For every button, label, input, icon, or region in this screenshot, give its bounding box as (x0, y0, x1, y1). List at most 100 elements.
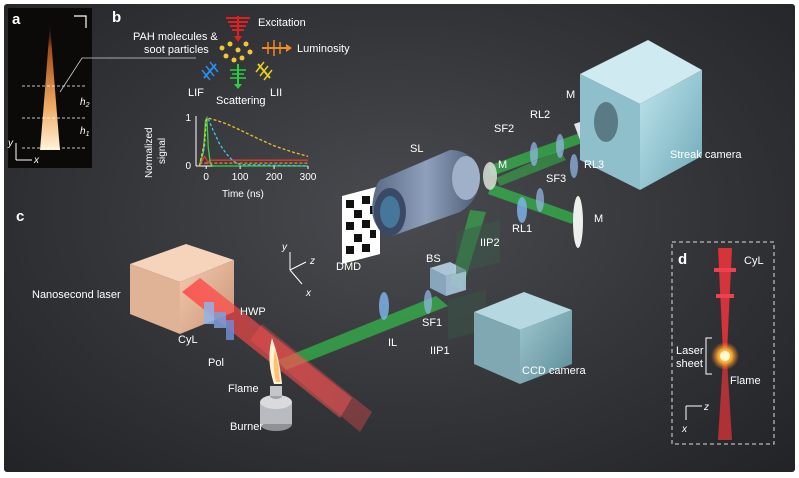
pah-label-line1: PAH molecules & (133, 31, 218, 43)
chart-xtick-label: 0 (203, 172, 209, 183)
beam-upper (488, 130, 590, 176)
label-nanosecond-laser: Nanosecond laser (32, 289, 121, 301)
iip2-plane (456, 220, 500, 274)
chart-ylabel-line2: signal (157, 138, 168, 164)
streak-camera-box (580, 40, 702, 190)
axis-z-label-c: z (309, 256, 315, 267)
chart-xlabel: Time (ns) (222, 189, 264, 200)
pol-optic (226, 320, 234, 340)
luminosity-wave-icon (262, 40, 292, 56)
cyl-optic (214, 312, 226, 328)
excitation-wave-icon (226, 16, 250, 42)
laser-sheet-bracket (705, 337, 712, 375)
scattering-wave-icon (230, 64, 246, 89)
label-sl: SL (410, 143, 423, 155)
chart-yticks: 01 (185, 113, 191, 172)
label-bs: BS (426, 253, 441, 265)
label-ccd-camera: CCD camera (522, 365, 586, 377)
label-d-cyl: CyL (744, 255, 764, 267)
ccd-camera-box (474, 292, 572, 384)
label-rl2: RL2 (530, 109, 550, 121)
collection-beam (278, 296, 448, 370)
beam-vertical-lower (718, 360, 732, 440)
chart-series-line-3 (198, 117, 309, 167)
il-lens (379, 292, 389, 320)
axis-y-label-c: y (281, 242, 288, 253)
rl1-lens (517, 197, 527, 223)
panel-c: c (16, 40, 742, 433)
h1-label: h1 (80, 126, 90, 138)
panel-d: d CyL Laser sheet Flame z x (671, 241, 775, 445)
panel-label-c: c (16, 208, 24, 225)
chart-series-line-1 (198, 115, 308, 167)
label-dmd: DMD (336, 261, 361, 273)
label-il: IL (388, 337, 397, 349)
sf3-filter (536, 188, 544, 212)
rl2-lens (556, 134, 564, 158)
label-sf1: SF1 (422, 317, 442, 329)
m-mirror-right (573, 196, 583, 248)
label-cyl: CyL (178, 334, 198, 346)
label-pol: Pol (208, 357, 224, 369)
luminosity-label: Luminosity (297, 43, 350, 55)
chart-series-line-0 (198, 155, 308, 167)
label-rl3: RL3 (584, 159, 604, 171)
beam-vertical (718, 248, 732, 352)
chart-ytick-label: 1 (185, 113, 191, 124)
panel-a: a h2 h1 y x (7, 8, 92, 168)
beam-mid (496, 150, 566, 186)
flame-core-icon (273, 350, 280, 382)
label-flame: Flame (228, 383, 259, 395)
axis-x-label: x (33, 155, 40, 166)
beam-lower (488, 184, 576, 224)
label-m-right: M (594, 213, 603, 225)
label-d-x: x (681, 424, 688, 435)
chart-xtick-label: 100 (232, 172, 249, 183)
cyl-lens-d-2 (716, 294, 734, 298)
panel-label-d: d (678, 251, 687, 268)
label-iip1: IIP1 (430, 345, 450, 357)
scale-bar (74, 15, 87, 28)
axis-y-label: y (7, 138, 14, 149)
particle-cluster-icon (219, 41, 253, 63)
sf2-filter (530, 142, 538, 166)
chart-ylabel-line1: Normalized (144, 127, 155, 178)
leader-line (59, 57, 196, 93)
label-m-mid: M (498, 159, 507, 171)
label-sf3: SF3 (546, 173, 566, 185)
scattering-label: Scattering (216, 95, 266, 107)
label-d-laser-line1: Laser (676, 345, 704, 357)
pah-label-line2: soot particles (144, 44, 209, 56)
label-d-laser-line2: sheet (676, 358, 703, 370)
lif-label: LIF (188, 87, 204, 99)
lif-wave-icon (201, 61, 219, 81)
panel-d-frame (671, 241, 775, 445)
label-streak-camera: Streak camera (670, 149, 742, 161)
label-hwp: HWP (240, 306, 266, 318)
lii-wave-icon (255, 61, 273, 81)
label-m-top: M (566, 89, 575, 101)
chart-xtick-label: 300 (300, 172, 317, 183)
axis-triad-icon (289, 252, 307, 285)
flame-d-core (720, 351, 730, 361)
lii-label: LII (270, 87, 282, 99)
excitation-label: Excitation (258, 17, 306, 29)
panel-b: b PAH molecules & soot particles Excitat… (112, 9, 350, 200)
panel-label-a: a (12, 11, 21, 28)
chart-series-line-2 (198, 116, 309, 167)
burner-icon (260, 386, 292, 431)
sf1-filter (424, 290, 432, 314)
label-sf2: SF2 (494, 123, 514, 135)
sl-lens-barrel (372, 150, 480, 236)
hwp-optic (204, 302, 214, 324)
label-burner: Burner (230, 421, 263, 433)
chart-ytick-label: 0 (185, 161, 191, 172)
m-mirror-mid (483, 162, 497, 190)
label-d-flame: Flame (730, 375, 761, 387)
label-iip2: IIP2 (480, 237, 500, 249)
label-rl1: RL1 (512, 223, 532, 235)
